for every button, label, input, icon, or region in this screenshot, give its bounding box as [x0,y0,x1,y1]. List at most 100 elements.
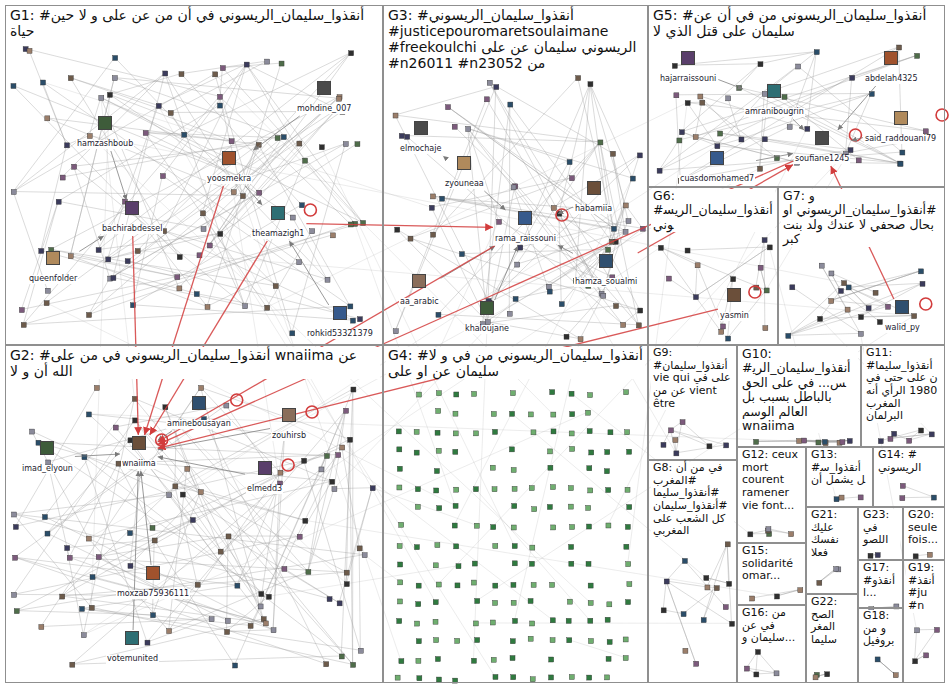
background-edge [676,445,726,453]
background-vertex [86,412,91,417]
background-edge [83,412,587,635]
background-edge [777,590,800,596]
background-edge [760,267,766,290]
background-vertex [845,307,850,312]
background-vertex [11,84,16,89]
background-vertex [362,553,367,558]
background-vertex [725,542,730,547]
background-vertex [177,255,182,260]
background-vertex [818,316,823,321]
background-edge [489,241,615,302]
background-vertex [240,194,245,199]
background-vertex [569,391,574,396]
background-vertex [705,585,710,590]
background-vertex [559,302,564,307]
background-vertex [625,487,630,492]
background-vertex [11,512,16,517]
profile-picture [884,51,898,65]
background-vertex [125,259,130,264]
background-edge [72,483,280,664]
connector [558,245,573,253]
background-edge [448,107,626,232]
background-vertex [459,252,464,257]
background-vertex [182,132,187,137]
background-vertex [473,487,478,492]
background-vertex [68,254,73,259]
background-vertex [567,160,572,165]
background-vertex [472,561,477,566]
account-node: hamza_soualmi [574,254,638,288]
background-vertex [398,580,403,585]
background-vertex [454,487,459,492]
background-vertex [509,447,514,452]
profile-picture [457,156,471,170]
background-vertex [303,158,308,163]
background-vertex [546,284,551,289]
background-edge [48,462,69,557]
background-edge [175,486,197,584]
connector [838,86,876,130]
background-vertex [661,608,666,613]
background-vertex [437,506,442,511]
background-vertex [350,318,355,323]
background-vertex [567,599,572,604]
background-edge [13,57,114,191]
connector [79,236,103,251]
background-edge [616,306,640,311]
background-vertex [433,619,438,624]
background-vertex [13,524,18,529]
group-panel: G4: #أنقذوا_سليمان_الريسوني من في و لا س… [383,345,648,683]
background-edge [164,64,247,231]
background-edge [15,557,266,623]
background-vertex [636,323,641,328]
background-edge [741,93,871,139]
group-panel: G19: #أنقذ #ju #n [903,560,945,683]
background-vertex [531,430,536,435]
background-vertex [343,142,348,147]
background-vertex [898,161,903,166]
background-vertex [601,293,606,298]
background-vertex [106,257,111,262]
background-vertex [566,618,571,623]
background-vertex [440,196,445,201]
background-edge [659,140,679,170]
background-vertex [233,663,238,668]
background-vertex [436,448,441,453]
background-edge [89,278,110,314]
group-title: G21: عليك نفسك فعلا [809,509,855,560]
background-edge [23,306,350,325]
background-vertex [145,640,150,645]
group-panel: G22: الصح المغر سليما [806,594,858,683]
background-vertex [767,245,772,250]
background-vertex [452,124,457,129]
connector [851,138,863,141]
background-vertex [436,677,441,682]
background-edge [308,410,346,571]
background-vertex [507,311,512,316]
background-vertex [297,141,302,146]
background-vertex [658,245,663,250]
background-vertex [11,190,16,195]
account-name: zyouneaa [444,180,485,189]
background-vertex [491,657,496,662]
background-vertex [485,320,490,325]
background-edge [687,103,925,131]
background-edge [489,155,639,302]
background-vertex [511,185,516,190]
background-vertex [693,135,698,140]
group-panel: G16: من في عن سليمان و... [737,605,806,683]
account-name: abdelah4325 [864,75,919,84]
profile-picture [125,631,139,645]
background-vertex [718,131,723,136]
account-node: zouhirsb [271,408,307,442]
background-vertex [454,392,459,397]
background-vertex [96,248,101,253]
background-vertex [627,449,632,454]
background-vertex [834,567,839,572]
background-edge [515,339,581,621]
account-name: hajarraissouni [659,75,717,84]
background-vertex [588,639,593,644]
background-vertex [340,445,345,450]
background-vertex [606,247,611,252]
